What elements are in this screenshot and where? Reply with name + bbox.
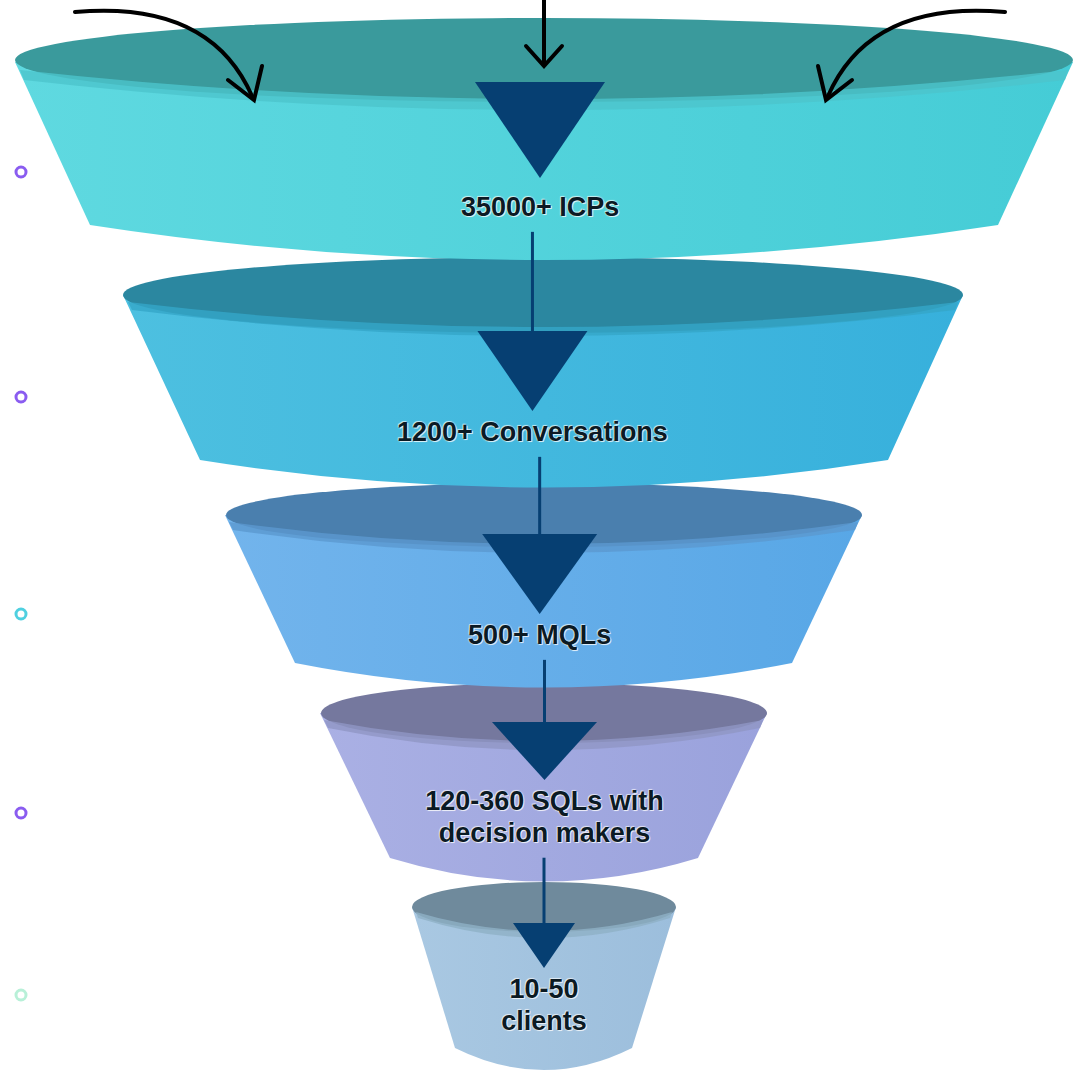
flow-arrow	[482, 457, 597, 614]
stage-label: 500+ MQLs	[468, 620, 611, 652]
funnel-stage-box: 1200+ Conversations	[389, 413, 676, 453]
funnel-band	[123, 257, 963, 488]
funnel-stage-box: 35000+ ICPs	[453, 188, 627, 228]
funnel-stage-box: 120-360 SQLs with decision makers	[377, 782, 712, 854]
flow-arrow	[477, 232, 587, 411]
stage-label: 120-360 SQLs with decision makers	[385, 786, 704, 850]
flow-arrow	[492, 660, 597, 780]
stage-label: 10-50 clients	[487, 974, 601, 1038]
flow-arrow	[513, 858, 575, 968]
stage-label: 1200+ Conversations	[397, 417, 668, 449]
funnel-stage-box: 10-50 clients	[479, 970, 609, 1042]
flow-marker	[475, 82, 605, 178]
funnel-band	[225, 483, 862, 688]
stage-label: 35000+ ICPs	[461, 192, 619, 224]
funnel-stage-box: 500+ MQLs	[460, 616, 619, 656]
